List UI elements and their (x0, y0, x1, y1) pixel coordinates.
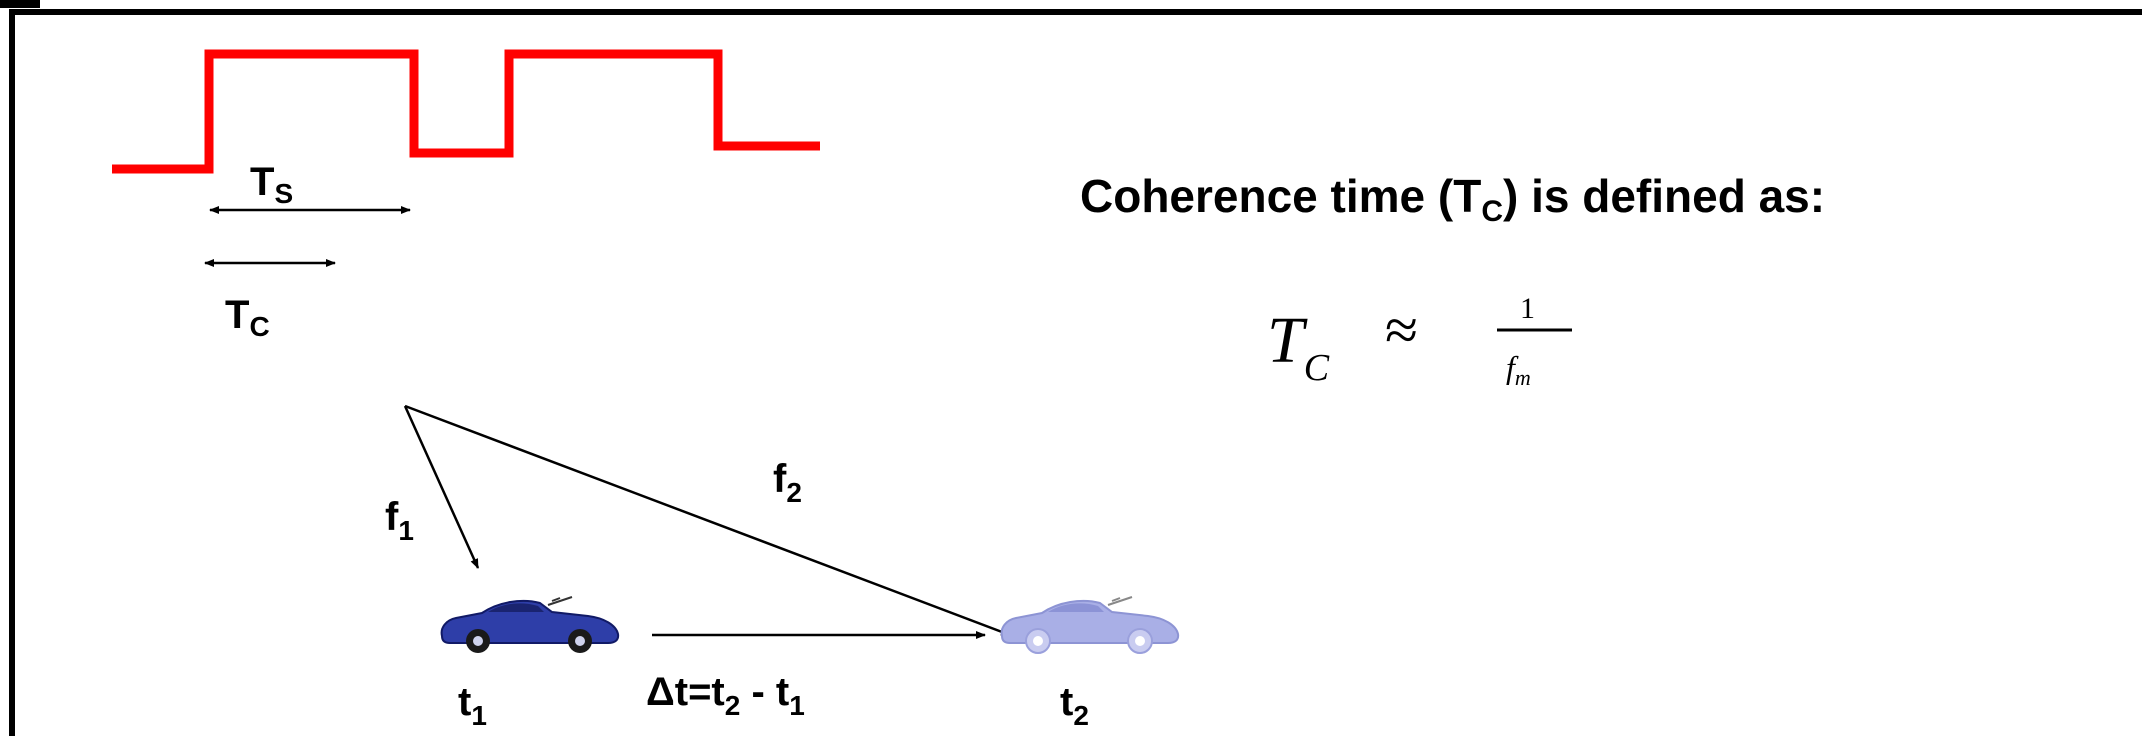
t1-label-main: t (458, 680, 471, 724)
pulse-signal (112, 49, 820, 174)
heading-part1: Coherence time (T (1080, 170, 1481, 222)
formula-lhs-sub: C (1304, 347, 1330, 389)
delta-t-label: Δt=t2 - t1 (646, 670, 805, 721)
ts-label-sub: S (274, 178, 293, 209)
formula-lhs-var: T (1267, 304, 1308, 377)
f1-label-sub: 1 (398, 515, 414, 546)
delta-t-part1: Δt=t (646, 670, 725, 714)
tc-label: TC (225, 293, 270, 342)
tc-label-sub: C (249, 311, 269, 342)
heading-sub: C (1481, 195, 1503, 228)
formula-numerator: 1 (1520, 292, 1535, 325)
tc-label-main: T (225, 293, 249, 337)
t2-label: t2 (1060, 680, 1089, 731)
f2-label-sub: 2 (786, 477, 802, 508)
f2-label: f2 (773, 457, 802, 508)
f1-label: f1 (385, 495, 414, 546)
delta-t-sub2: 1 (789, 690, 805, 721)
formula-approx: ≈ (1385, 297, 1418, 363)
t2-label-sub: 2 (1073, 700, 1089, 731)
ts-label: TS (250, 160, 293, 209)
f1-ray-arrow (403, 405, 480, 569)
t1-label-sub: 1 (471, 700, 487, 731)
f1-label-main: f (385, 495, 399, 539)
frame-border (9, 9, 2142, 736)
t1-label: t1 (458, 680, 487, 731)
frame-corner-mark (0, 0, 40, 8)
coherence-formula: TC ≈ 1 fm (1267, 292, 1572, 390)
car-t1-icon (440, 596, 620, 653)
coherence-heading: Coherence time (TC) is defined as: (1080, 170, 1825, 228)
ts-label-main: T (250, 160, 274, 204)
formula-lhs: TC (1267, 304, 1330, 389)
t2-label-main: t (1060, 680, 1073, 724)
f2-label-main: f (773, 457, 787, 501)
heading-part2: ) is defined as: (1503, 170, 1825, 222)
f2-ray-arrow (404, 404, 1011, 637)
formula-denom-sub: m (1515, 365, 1531, 390)
delta-t-part2: - t (740, 670, 789, 714)
delta-t-sub1: 2 (725, 690, 741, 721)
formula-denominator: fm (1506, 349, 1531, 390)
car-t2-icon (1000, 596, 1180, 654)
